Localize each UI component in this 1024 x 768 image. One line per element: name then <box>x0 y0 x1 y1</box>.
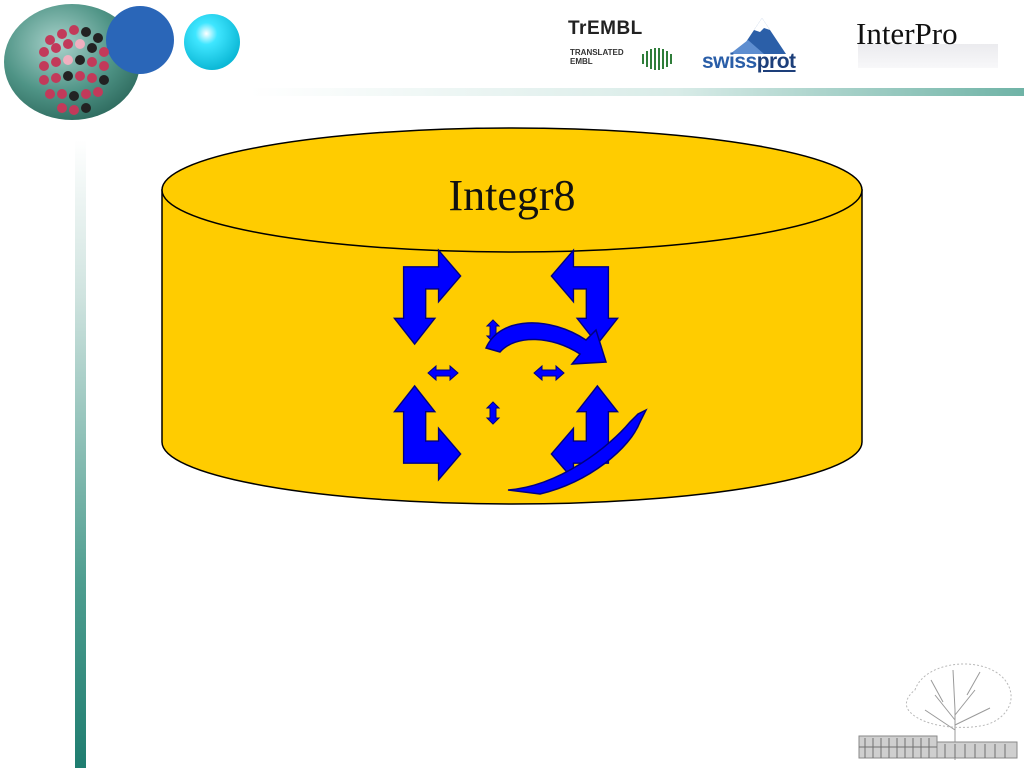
double-arrow-icon <box>533 364 565 382</box>
double-arrow-icon <box>485 401 501 425</box>
interpro-logo-shadow <box>858 44 998 68</box>
database-cylinder-shape <box>161 127 863 505</box>
curved-arrow-icon <box>507 408 648 495</box>
organization-logo-icon <box>4 4 240 120</box>
trembl-subtitle-line1: TRANSLATED <box>570 48 624 57</box>
header-divider <box>250 88 1024 96</box>
trembl-logo-subtitle: TRANSLATED EMBL <box>570 48 640 66</box>
bent-arrow-icon <box>550 248 620 346</box>
mountain-icon <box>730 18 786 54</box>
swissprot-text-accent: prot <box>756 50 796 73</box>
left-side-bar <box>75 140 86 768</box>
trembl-subtitle-line2: EMBL <box>570 57 593 66</box>
trembl-logo-title: TrEMBL <box>568 18 643 39</box>
trembl-logo: TrEMBL TRANSLATED EMBL <box>568 18 678 73</box>
interpro-logo-text: InterPro <box>856 16 958 51</box>
tree-building-icon <box>858 663 1018 760</box>
hex-dot-pattern <box>39 25 109 115</box>
trembl-globe-icon <box>642 48 672 70</box>
database-cylinder: Integr8 <box>160 126 864 506</box>
swissprot-text-main: swiss <box>702 50 757 73</box>
interpro-logo: InterPro <box>852 14 1002 68</box>
swissprot-logo-text: swissprot <box>702 50 796 74</box>
curved-arrow-icon <box>484 322 608 365</box>
bent-arrow-icon <box>392 384 462 482</box>
double-arrow-icon <box>427 364 459 382</box>
swissprot-logo: swissprot <box>700 16 815 78</box>
bent-arrow-icon <box>392 248 462 346</box>
database-label: Integr8 <box>448 171 576 220</box>
